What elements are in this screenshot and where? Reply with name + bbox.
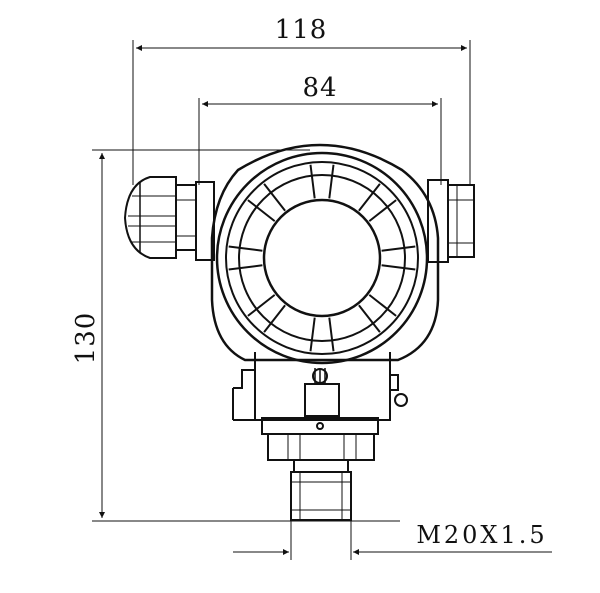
housing-rib <box>381 264 416 271</box>
housing-rib <box>309 164 316 199</box>
housing-rib <box>263 183 286 212</box>
housing-rib <box>247 294 276 317</box>
dimension-overall-height: 130 <box>71 149 400 522</box>
thread-label: M20X1.5 <box>416 521 547 549</box>
housing-rib <box>368 294 397 317</box>
housing-rib <box>228 264 263 271</box>
housing-rib <box>328 164 335 199</box>
dimension-overall-width: 118 <box>132 15 471 185</box>
housing-rib <box>263 304 286 333</box>
overall-width-label: 118 <box>275 15 328 45</box>
housing-rib <box>247 199 276 222</box>
housing-rib <box>358 183 381 212</box>
overall-height-label: 130 <box>71 312 101 365</box>
process-connection <box>261 417 379 521</box>
housing-rib <box>309 317 316 352</box>
dimension-housing-width: 84 <box>198 73 442 185</box>
dimension-thread: M20X1.5 <box>233 520 552 560</box>
housing-ribs <box>228 164 416 352</box>
housing-rib <box>228 245 263 252</box>
housing-rib <box>381 245 416 252</box>
housing-width-label: 84 <box>302 73 337 103</box>
housing-rib <box>328 317 335 352</box>
transmitter-neck <box>232 352 408 421</box>
transmitter-housing <box>210 143 440 365</box>
housing-rib <box>368 199 397 222</box>
housing-rib <box>358 304 381 333</box>
left-cable-gland <box>123 176 215 261</box>
